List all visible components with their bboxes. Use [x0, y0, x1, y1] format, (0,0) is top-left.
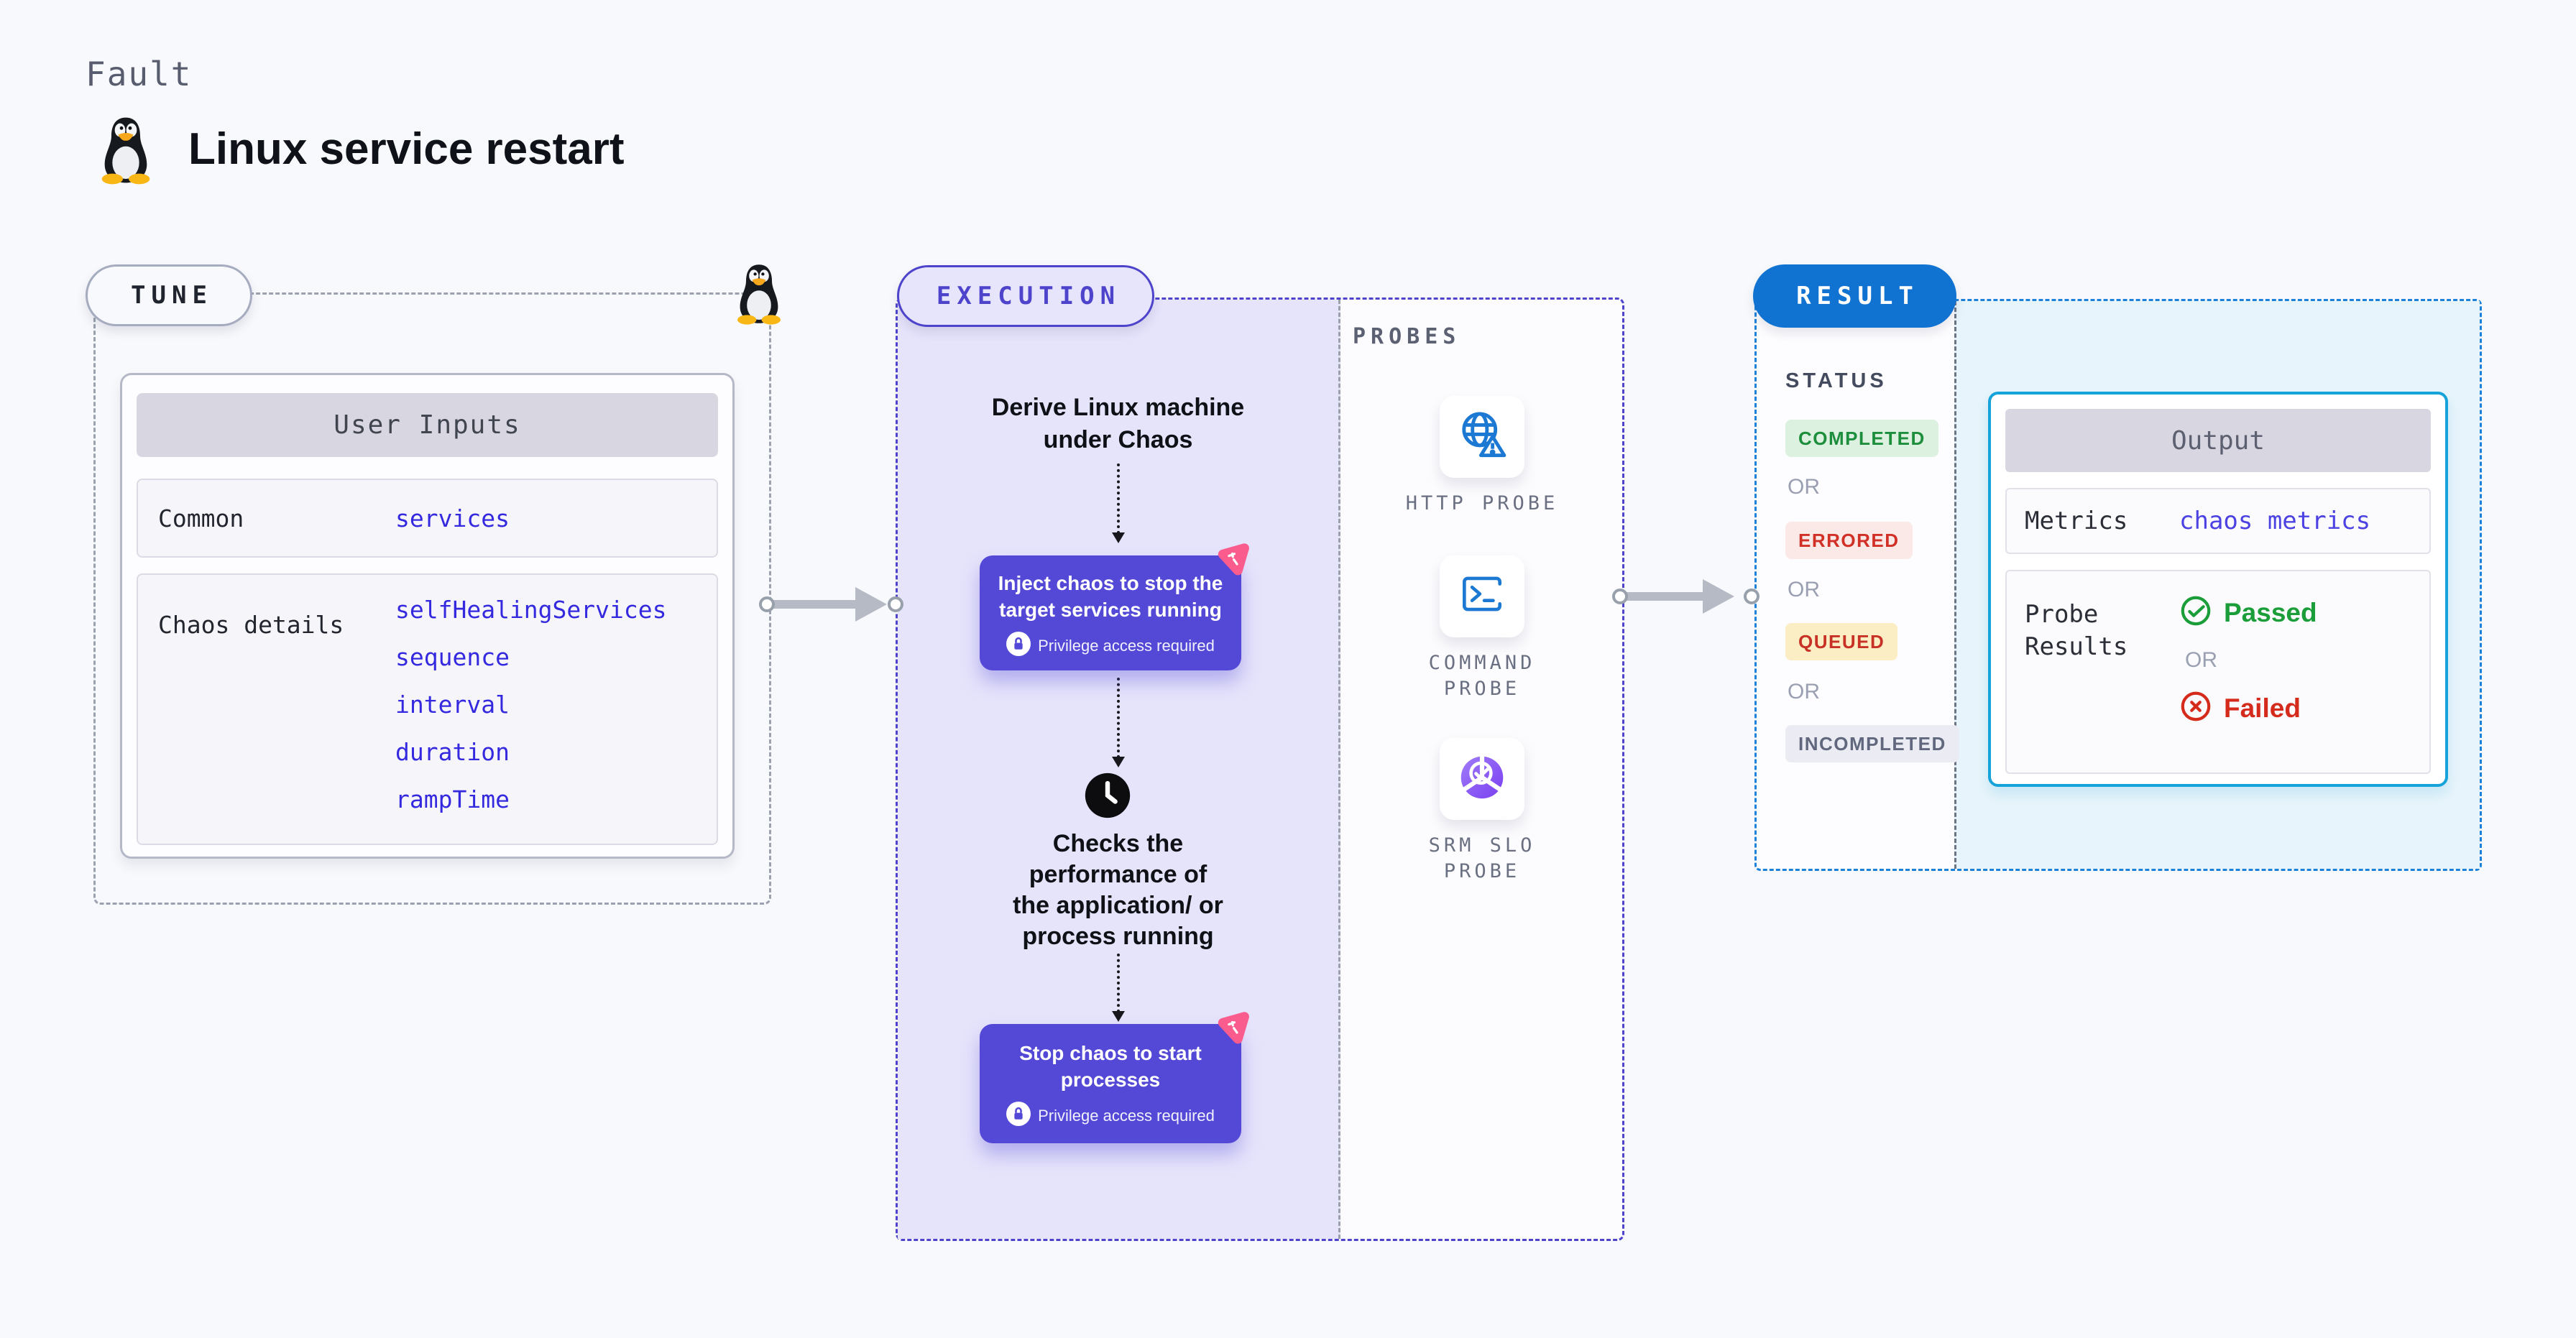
fault-category-label: Fault	[86, 55, 193, 93]
status-badge-queued: QUEUED	[1785, 623, 1898, 660]
status-heading: STATUS	[1785, 369, 1887, 392]
globe-alert-icon	[1454, 407, 1510, 467]
srm-slo-probe-card	[1440, 738, 1524, 820]
connector-dot	[1612, 589, 1628, 604]
dotted-arrowhead-icon	[1112, 1011, 1125, 1022]
clock-icon	[1083, 771, 1132, 820]
dotted-connector	[1117, 463, 1120, 534]
table-row: Chaos details selfHealingServices sequen…	[137, 573, 718, 845]
dotted-connector	[1117, 678, 1120, 758]
flow-step-derive-line: Derive Linux machine	[991, 394, 1245, 421]
or-separator: OR	[1788, 680, 1820, 703]
chaos-fault-icon	[1209, 537, 1256, 583]
flow-step-checks: Checks the performance of the applicatio…	[898, 829, 1338, 952]
command-probe-card	[1440, 555, 1524, 637]
http-probe-label: HTTP PROBE	[1405, 492, 1559, 515]
or-separator: OR	[1788, 578, 1820, 601]
metrics-label: Metrics	[2025, 506, 2128, 535]
x-circle-icon	[2179, 690, 2212, 726]
probe-results-label: Probe Results	[2025, 600, 2128, 661]
or-separator: OR	[1788, 475, 1820, 499]
dotted-connector	[1117, 954, 1120, 1012]
input-link-selfhealingservices[interactable]: selfHealingServices	[395, 596, 667, 624]
inject-chaos-title-line: target services running	[999, 599, 1222, 621]
lock-icon	[1006, 1102, 1031, 1130]
output-header: Output	[2005, 409, 2431, 472]
flow-step-checks-line: process running	[1022, 923, 1214, 950]
flow-step-checks-line: performance of	[1029, 861, 1208, 888]
connector-arrow	[1627, 592, 1704, 601]
result-section-box: STATUS COMPLETED OR ERRORED OR QUEUED OR…	[1754, 299, 2482, 871]
connector-dot	[1744, 589, 1760, 604]
output-card: Output Metrics chaos metrics Probe Resul…	[1988, 392, 2448, 787]
execution-section-pill: EXECUTION	[897, 265, 1154, 327]
input-link-duration[interactable]: duration	[395, 738, 510, 766]
check-circle-icon	[2179, 594, 2212, 631]
lock-icon	[1006, 632, 1031, 660]
connector-dot	[888, 596, 903, 612]
flow-step-inject-chaos: Inject chaos to stop the target services…	[980, 555, 1241, 670]
flow-step-checks-line: the application/ or	[1013, 892, 1223, 919]
stop-chaos-title-line: processes	[1060, 1069, 1161, 1091]
privilege-badge-text: Privilege access required	[1038, 636, 1215, 655]
srm-slo-probe-label: SRM SLO PROBE	[1428, 834, 1536, 882]
probe-results-row: Probe Results Passed OR	[2005, 570, 2431, 774]
row-label-chaos-details: Chaos details	[158, 611, 344, 639]
tune-section-pill: TUNE	[86, 264, 252, 326]
user-inputs-card: User Inputs Common services Chaos detail…	[120, 373, 735, 859]
privilege-badge-text: Privilege access required	[1038, 1106, 1215, 1125]
row-label-common: Common	[158, 504, 244, 532]
execution-section-box: Derive Linux machine under Chaos Inject …	[896, 297, 1624, 1241]
connector-arrow	[773, 600, 857, 609]
terminal-icon	[1455, 568, 1509, 625]
input-link-sequence[interactable]: sequence	[395, 643, 510, 671]
input-link-ramptime[interactable]: rampTime	[395, 785, 510, 813]
or-separator: OR	[2185, 648, 2217, 672]
dotted-arrowhead-icon	[1112, 757, 1125, 767]
page-title: Linux service restart	[188, 124, 625, 174]
flow-step-derive: Derive Linux machine under Chaos	[898, 392, 1338, 456]
chaos-fault-icon	[1209, 1006, 1256, 1052]
inject-chaos-title-line: Inject chaos to stop the	[998, 572, 1223, 594]
linux-tux-small-icon	[733, 260, 785, 328]
command-probe-label: COMMAND PROBE	[1428, 652, 1536, 700]
input-link-interval[interactable]: interval	[395, 691, 510, 719]
flow-step-stop-chaos: Stop chaos to start processes Privilege …	[980, 1024, 1241, 1143]
flow-step-derive-line: under Chaos	[1043, 426, 1193, 453]
linux-tux-icon	[97, 114, 155, 187]
flow-step-checks-line: Checks the	[1052, 830, 1184, 857]
table-row: Common services	[137, 479, 718, 558]
result-section-pill: RESULT	[1753, 264, 1956, 328]
user-inputs-header: User Inputs	[137, 393, 718, 457]
dotted-arrowhead-icon	[1112, 532, 1125, 543]
metrics-row: Metrics chaos metrics	[2005, 488, 2431, 554]
slo-donut-icon	[1455, 751, 1509, 808]
http-probe-card	[1440, 396, 1524, 478]
passed-label: Passed	[2224, 597, 2317, 627]
stop-chaos-title-line: Stop chaos to start	[1019, 1042, 1202, 1064]
status-badge-incompleted: INCOMPLETED	[1785, 725, 1959, 762]
connector-dot	[759, 596, 775, 612]
connector-arrowhead	[855, 587, 887, 622]
failed-label: Failed	[2224, 693, 2301, 723]
connector-arrowhead	[1703, 579, 1734, 614]
probes-section-label: PROBES	[1353, 324, 1461, 349]
input-link-services[interactable]: services	[395, 504, 510, 532]
status-badge-completed: COMPLETED	[1785, 420, 1938, 457]
chaos-metrics-link[interactable]: chaos metrics	[2179, 507, 2371, 535]
status-badge-errored: ERRORED	[1785, 522, 1913, 559]
